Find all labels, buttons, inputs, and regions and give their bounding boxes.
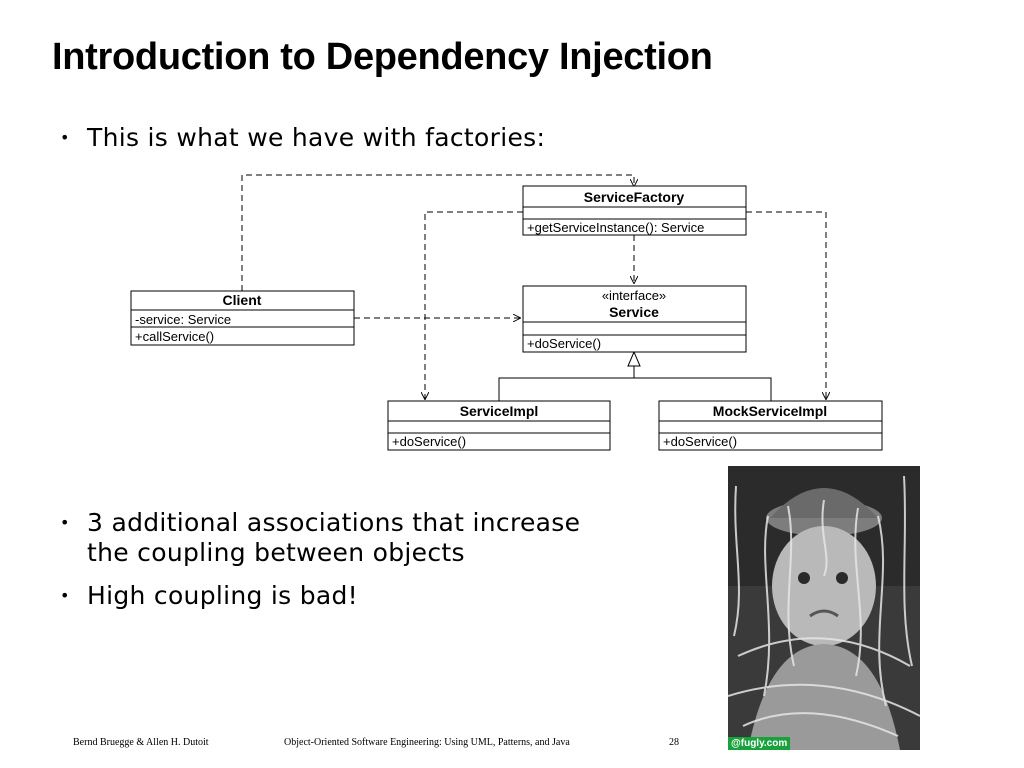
generalization-to-service (498, 350, 772, 401)
client-attribute: -service: Service (135, 312, 231, 327)
class-serviceimpl: ServiceImpl +doService() (387, 400, 611, 451)
baby-with-spaghetti-photo: @fugly.com (728, 466, 920, 750)
servicefactory-name: ServiceFactory (584, 189, 685, 205)
client-name: Client (223, 292, 262, 308)
photo-watermark: @fugly.com (728, 737, 791, 750)
footer-page-number: 28 (669, 737, 679, 748)
dependency-factory-to-mockserviceimpl (746, 211, 826, 399)
bullet-dot: • (60, 586, 70, 605)
dependency-client-to-factory (241, 174, 634, 291)
mockserviceimpl-name: MockServiceImpl (713, 403, 827, 419)
mockserviceimpl-operation: +doService() (663, 434, 737, 449)
photo-illustration (728, 466, 920, 750)
class-service-interface: «interface» Service +doService() (522, 285, 747, 353)
bullet-3-text: High coupling is bad! (87, 581, 359, 610)
service-name: Service (609, 304, 659, 320)
footer-book-title: Object-Oriented Software Engineering: Us… (284, 737, 570, 748)
bullet-dot: • (60, 128, 70, 147)
class-client: Client -service: Service +callService() (130, 290, 355, 346)
bullet-dot: • (60, 513, 70, 532)
dependency-factory-to-serviceimpl (425, 211, 523, 399)
bullet-1-text: This is what we have with factories: (87, 123, 546, 152)
serviceimpl-operation: +doService() (392, 434, 466, 449)
service-operation: +doService() (527, 336, 601, 351)
servicefactory-operation: +getServiceInstance(): Service (527, 220, 704, 235)
class-mockserviceimpl: MockServiceImpl +doService() (658, 400, 883, 451)
bullet-2-text-line2: the coupling between objects (87, 538, 465, 567)
service-stereotype: «interface» (602, 288, 666, 303)
client-operation: +callService() (135, 329, 214, 344)
footer-authors: Bernd Bruegge & Allen H. Dutoit (73, 737, 209, 748)
serviceimpl-name: ServiceImpl (460, 403, 539, 419)
class-servicefactory: ServiceFactory +getServiceInstance(): Se… (522, 185, 747, 236)
slide-title: Introduction to Dependency Injection (52, 36, 713, 78)
bullet-2-text-line1: 3 additional associations that increase (87, 508, 581, 537)
